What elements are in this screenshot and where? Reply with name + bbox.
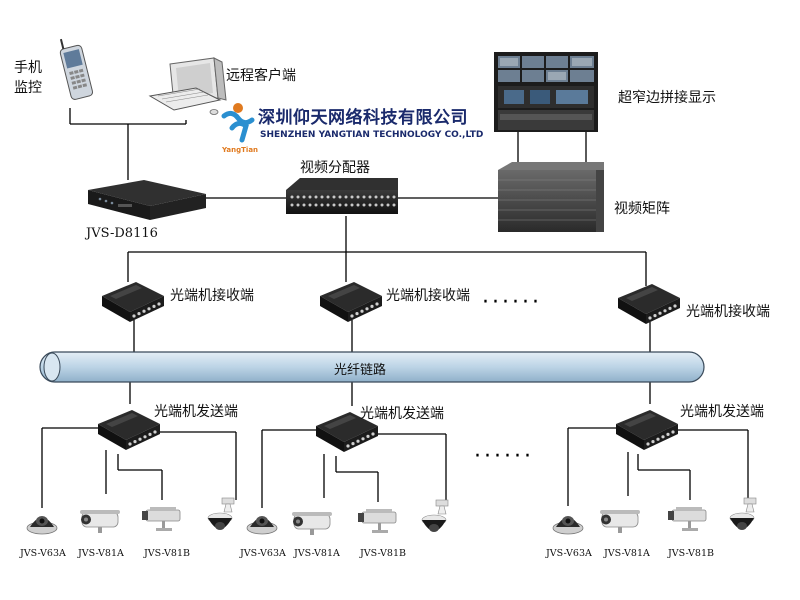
optical-receiver-icon bbox=[102, 282, 164, 322]
receiver-label-2: 光端机接收端 bbox=[386, 288, 470, 304]
dome-camera-icon bbox=[552, 515, 584, 535]
camera-model-label: JVS-V81B bbox=[668, 548, 714, 559]
splitter-label: 视频分配器 bbox=[300, 160, 370, 176]
box-camera-icon bbox=[667, 506, 707, 532]
company-name-en: SHENZHEN YANGTIAN TECHNOLOGY CO.,LTD bbox=[260, 130, 484, 140]
video-wall-label: 超窄边拼接显示 bbox=[618, 90, 716, 106]
receiver-label-3: 光端机接收端 bbox=[686, 304, 770, 320]
video-wall-icon bbox=[494, 52, 598, 132]
company-name-cn: 深圳仰天网络科技有限公司 bbox=[258, 108, 468, 128]
transmitter-label-3: 光端机发送端 bbox=[680, 404, 764, 420]
camera-model-label: JVS-V81A bbox=[604, 548, 650, 559]
box-camera-icon bbox=[141, 506, 181, 532]
dome-camera-icon bbox=[26, 515, 58, 535]
transmitter-label-1: 光端机发送端 bbox=[154, 404, 238, 420]
camera-model-label: JVS-V63A bbox=[546, 548, 592, 559]
mobile-phone-icon bbox=[59, 38, 94, 100]
box-camera-icon bbox=[357, 508, 397, 534]
speed-dome-camera-icon bbox=[207, 497, 235, 531]
receiver-ellipsis: ······ bbox=[482, 290, 542, 315]
video-splitter-icon bbox=[286, 178, 398, 214]
dome-camera-icon bbox=[246, 515, 278, 535]
matrix-label: 视频矩阵 bbox=[614, 201, 670, 217]
fiber-link-bar bbox=[39, 351, 705, 383]
computer-icon bbox=[148, 57, 227, 115]
video-matrix-icon bbox=[498, 162, 604, 232]
receiver-label-1: 光端机接收端 bbox=[170, 288, 254, 304]
camera-model-label: JVS-V63A bbox=[20, 548, 66, 559]
camera-model-label: JVS-V81A bbox=[294, 548, 340, 559]
dvr-device-icon bbox=[88, 180, 206, 220]
camera-model-label: JVS-V81A bbox=[78, 548, 124, 559]
bullet-camera-icon bbox=[291, 511, 333, 536]
optical-receiver-icon bbox=[618, 284, 680, 324]
transmitter-label-2: 光端机发送端 bbox=[360, 406, 444, 422]
optical-receiver-icon bbox=[320, 282, 382, 322]
camera-model-label: JVS-V81B bbox=[360, 548, 406, 559]
optical-transmitter-icon bbox=[98, 410, 160, 450]
fiber-link-label: 光纤链路 bbox=[334, 363, 387, 378]
phone-monitor-label: 手机 监控 bbox=[14, 60, 42, 96]
optical-transmitter-icon bbox=[616, 410, 678, 450]
camera-model-label: JVS-V81B bbox=[144, 548, 190, 559]
dvr-model-label: JVS-D8116 bbox=[86, 226, 158, 241]
camera-model-label: JVS-V63A bbox=[240, 548, 286, 559]
brand-text: YangTian bbox=[222, 146, 259, 154]
bullet-camera-icon bbox=[79, 509, 121, 534]
remote-client-label: 远程客户端 bbox=[226, 68, 296, 84]
bullet-camera-icon bbox=[599, 509, 641, 534]
speed-dome-camera-icon bbox=[729, 497, 757, 531]
transmitter-ellipsis: ······ bbox=[474, 444, 534, 469]
connection-lines bbox=[41, 108, 749, 508]
speed-dome-camera-icon bbox=[421, 499, 449, 533]
company-logo-icon bbox=[221, 103, 255, 143]
